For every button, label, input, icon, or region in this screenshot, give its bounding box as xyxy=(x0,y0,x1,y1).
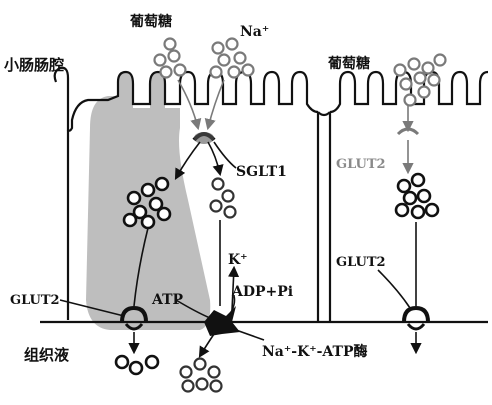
arrow-pump-label-pointer xyxy=(236,330,264,340)
label-glucose-right: 葡萄糖 xyxy=(327,55,370,72)
label-pump: Na⁺-K⁺-ATP酶 xyxy=(262,343,367,360)
glucose-molecules-lumen-right xyxy=(395,55,446,106)
label-sglt1: SGLT1 xyxy=(236,164,287,180)
label-interstitial: 组织液 xyxy=(24,346,70,364)
label-sodium: Na⁺ xyxy=(240,24,269,40)
label-potassium: K⁺ xyxy=(228,252,248,268)
label-glut2-apical: GLUT2 xyxy=(336,157,386,172)
label-glut2-left: GLUT2 xyxy=(10,293,60,308)
glut2-basal-right-transporter xyxy=(404,308,428,329)
glucose-molecules-right-cell xyxy=(396,174,438,218)
sglt1-transporter xyxy=(194,132,214,144)
tight-junction xyxy=(318,112,330,115)
arrow-glut2-right-label-pointer xyxy=(378,270,410,308)
sodium-ions-lumen xyxy=(211,39,254,78)
sodium-ions-cell xyxy=(211,179,236,218)
middle-cell-boundary xyxy=(318,112,330,322)
label-adp-pi: ADP+Pi xyxy=(231,284,293,300)
label-glucose-left: 葡萄糖 xyxy=(129,13,172,30)
label-lumen: 小肠肠腔 xyxy=(4,56,64,74)
arrow-pump-sodium-out xyxy=(200,334,214,356)
glucose-molecules-tissue-fluid xyxy=(116,356,158,374)
label-glut2-right: GLUT2 xyxy=(336,255,386,270)
sodium-ions-tissue-fluid xyxy=(181,359,222,392)
label-atp: ATP xyxy=(151,292,184,308)
left-cell-shading xyxy=(86,72,210,330)
arrow-sodium-to-sglt1 xyxy=(208,80,224,128)
